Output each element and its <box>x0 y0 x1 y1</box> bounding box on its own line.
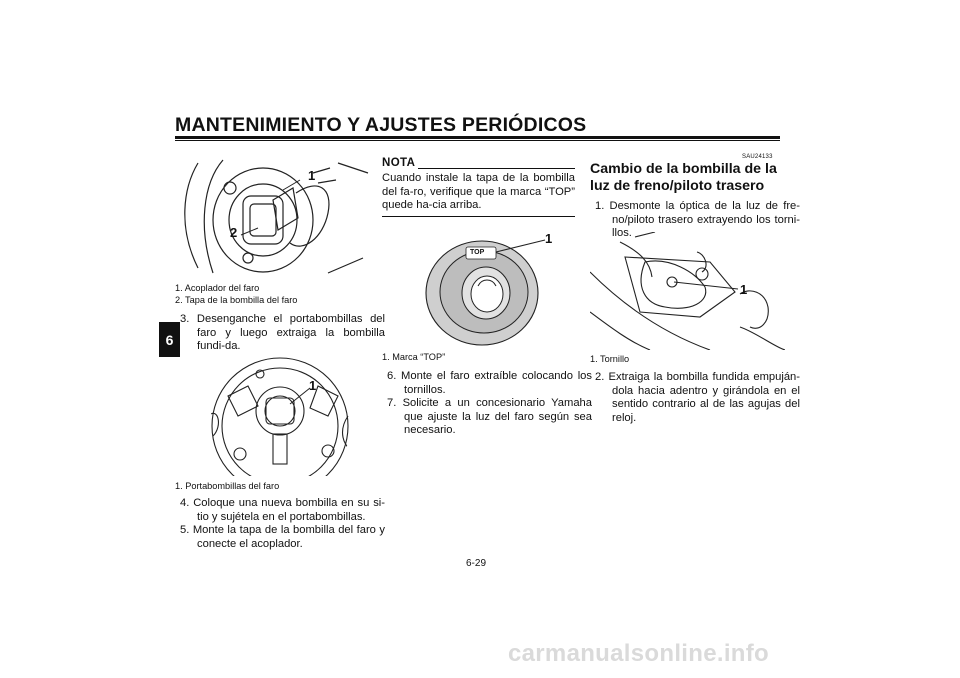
figure-bulb-holder <box>188 356 373 476</box>
step-2: 2. Extraiga la bombilla fundida empuján-… <box>595 371 800 424</box>
figure2-caption-1: 1. Portabombillas del faro <box>175 481 280 491</box>
header-rule <box>175 136 780 141</box>
figure1-caption-1: 1. Acoplador del faro <box>175 283 260 293</box>
nota-label: NOTA <box>382 157 416 169</box>
step-7: 7. Solicite a un concesionario Yamaha qu… <box>387 397 592 437</box>
figure1-callout-2: 2 <box>230 225 238 240</box>
figure4-callout-1: 1 <box>740 282 748 297</box>
nota-rule <box>418 168 575 169</box>
figure-top-mark <box>420 236 560 346</box>
top-mark-text: TOP <box>470 249 485 256</box>
nota-end-rule <box>382 216 575 217</box>
figure3-callout-1: 1 <box>545 231 553 246</box>
nota-text: Cuando instale la tapa de la bombilla de… <box>382 172 575 212</box>
chapter-tab: 6 <box>159 322 180 357</box>
page-number: 6-29 <box>466 558 487 569</box>
figure2-callout-1: 1 <box>309 378 317 393</box>
step-5: 5. Monte la tapa de la bombilla del faro… <box>180 524 385 550</box>
step-3: 3. Desenganche el portabombillas del far… <box>180 313 385 353</box>
watermark-text: carmanualsonline.info <box>508 640 770 667</box>
figure4-caption-1: 1. Tornillo <box>590 354 630 364</box>
step-6: 6. Monte el faro extraíble colocando los… <box>387 370 592 396</box>
figure-tail-light <box>590 232 785 350</box>
document-code: SAU24133 <box>742 154 773 160</box>
page-header-title: MANTENIMIENTO Y AJUSTES PERIÓDICOS <box>175 114 587 136</box>
step-4: 4. Coloque una nueva bombilla en su si-t… <box>180 497 385 523</box>
step-1: 1. Desmonte la óptica de la luz de fre-n… <box>595 200 800 240</box>
section-title: Cambio de la bombilla de la luz de freno… <box>590 161 777 194</box>
figure-headlight-coupler <box>178 158 378 280</box>
figure1-caption-2: 2. Tapa de la bombilla del faro <box>175 295 298 305</box>
figure3-caption-1: 1. Marca “TOP” <box>382 352 446 362</box>
figure1-callout-1: 1 <box>308 168 316 183</box>
